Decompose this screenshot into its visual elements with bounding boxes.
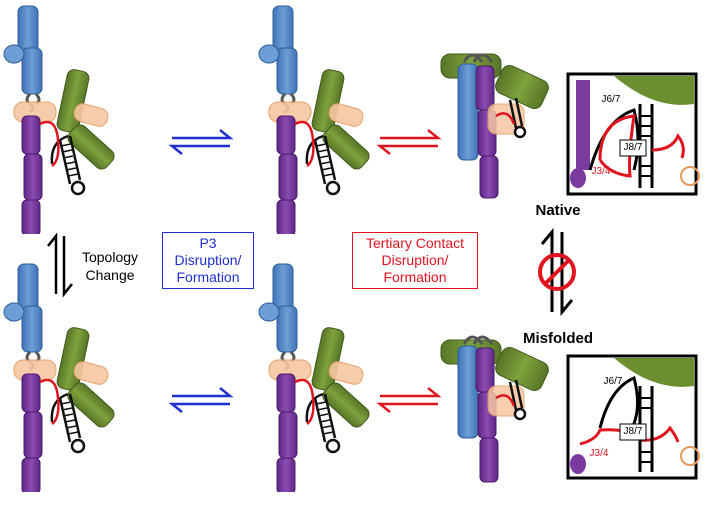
molecule-native <box>440 53 549 199</box>
inset-bottom-j87: J8/7 <box>623 426 643 437</box>
molecule-bottom-left <box>4 264 117 494</box>
equilibrium-arrow-red-top <box>376 129 442 155</box>
inset-top-j87: J8/7 <box>623 142 643 153</box>
equilibrium-arrow-blue-top <box>168 129 234 155</box>
inset-top-j34: J3/4 <box>591 166 611 177</box>
inset-misfolded <box>566 354 700 480</box>
inset-native <box>566 72 700 196</box>
misfolded-label: Misfolded <box>523 330 593 347</box>
molecule-bottom-middle <box>259 264 372 494</box>
native-label: Native <box>535 202 581 219</box>
inset-bottom-j34: J3/4 <box>589 448 609 459</box>
inset-top-j67: J6/7 <box>601 94 621 105</box>
topology-change-label: Topology Change <box>81 249 139 283</box>
equilibrium-arrow-blue-bottom <box>168 387 234 413</box>
p3-disruption-formation-box: P3 Disruption/ Formation <box>162 232 254 289</box>
equilibrium-arrow-vertical-left <box>47 232 73 298</box>
inset-bottom-j67: J6/7 <box>603 376 623 387</box>
molecule-top-left <box>4 6 117 236</box>
equilibrium-arrow-red-bottom <box>376 387 442 413</box>
equilibrium-arrow-vertical-right <box>540 227 574 317</box>
molecule-top-middle <box>259 6 372 236</box>
forbidden-icon <box>538 253 576 291</box>
tertiary-contact-box: Tertiary Contact Disruption/ Formation <box>352 232 478 289</box>
molecule-misfolded <box>440 335 549 483</box>
